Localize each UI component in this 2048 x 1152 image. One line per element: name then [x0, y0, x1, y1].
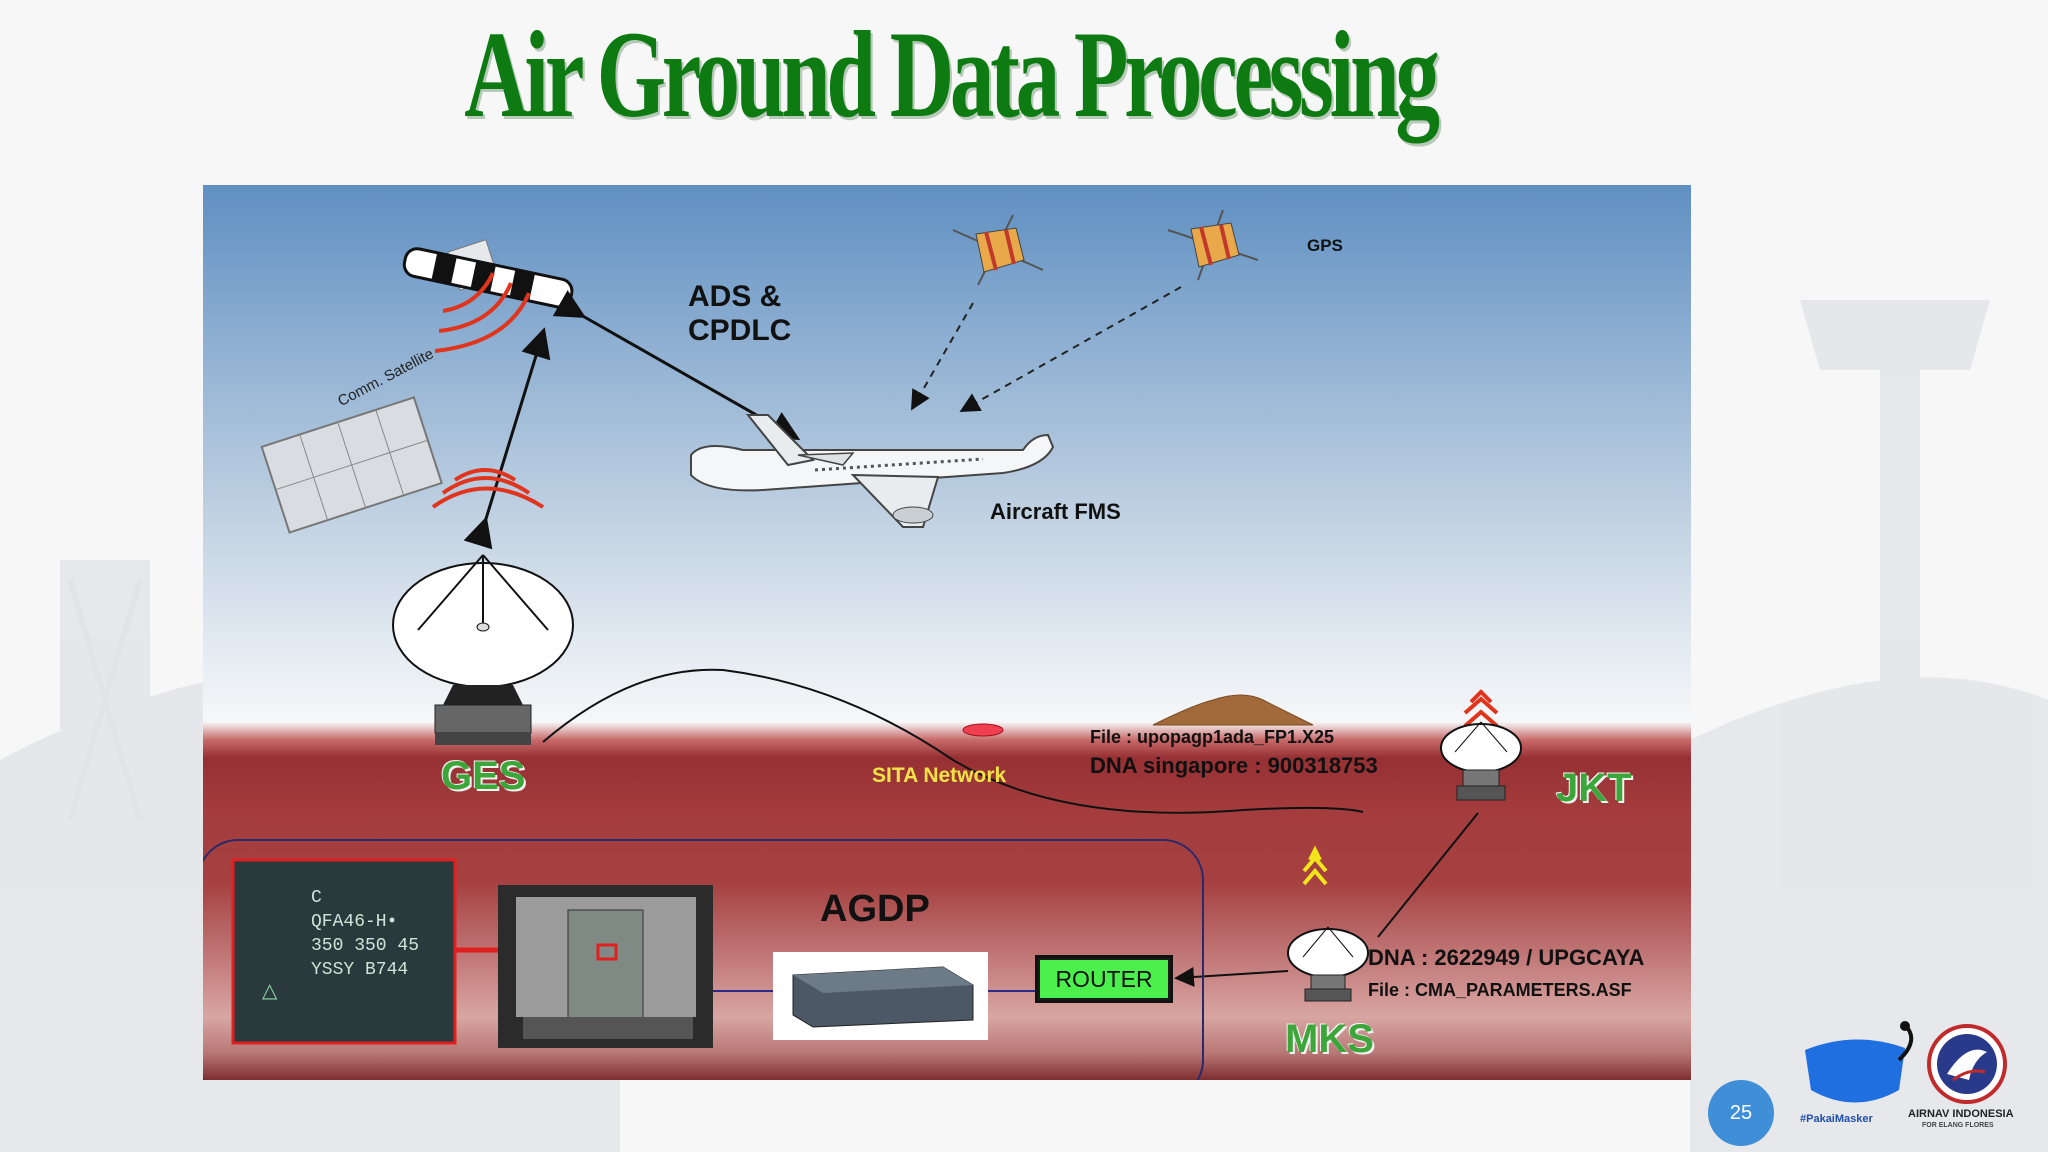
airnav-name: AIRNAV INDONESIA	[1908, 1108, 2014, 1120]
jkt-dish-icon	[1440, 689, 1522, 801]
mask-tag: #PakaiMasker	[1800, 1113, 1873, 1125]
radar-label-line2: QFA46-H•	[311, 912, 398, 932]
jkt-file-label: File : upopagp1ada_FP1.X25	[1090, 727, 1335, 747]
radar-label-line3: 350 350 45	[311, 936, 420, 956]
router-box: ROUTER	[1035, 955, 1173, 1003]
radar-display	[231, 858, 457, 1045]
gps-satellite-icon	[952, 214, 1044, 286]
mks-dna-label: DNA : 2622949 / UPGCAYA	[1368, 945, 1645, 970]
airnav-subtitle: FOR ELANG FLORES	[1922, 1122, 1994, 1129]
comm-satellite-icon	[260, 239, 574, 534]
radar-label-line4: YSSY B744	[311, 960, 409, 980]
mks-router-link	[1174, 967, 1289, 987]
sita-network-link	[542, 668, 1364, 814]
gps-satellite-icon	[1167, 209, 1259, 281]
agdp-label: AGDP	[820, 888, 930, 930]
jkt-mks-link	[1377, 812, 1479, 938]
gps-link	[959, 286, 1182, 412]
mountain-icon	[1152, 694, 1314, 726]
sita-node-icon	[962, 723, 1004, 737]
ads-cpdlc-label-line1: ADS &	[688, 280, 782, 313]
aircraft-label: Aircraft FMS	[990, 499, 1121, 524]
aircraft-icon	[690, 414, 1055, 528]
airnav-logo-icon	[1927, 1024, 2007, 1104]
ads-cpdlc-label-line2: CPDLC	[688, 314, 792, 347]
gps-label: GPS	[1307, 236, 1343, 255]
radar-label-line1: C	[311, 888, 322, 908]
agdp-system-box	[203, 839, 1204, 1080]
radar-target-icon: △	[262, 980, 278, 1002]
page-number: 25	[1708, 1080, 1774, 1146]
mks-label: MKS	[1285, 1017, 1374, 1061]
mask-logo-icon	[1805, 1021, 1914, 1103]
jkt-dna-label: DNA singapore : 900318753	[1090, 753, 1378, 778]
ges-dish-icon	[392, 468, 574, 745]
network-diagram	[203, 209, 1522, 1080]
mks-dish-icon	[1287, 845, 1369, 1002]
sita-network-label: SITA Network	[872, 764, 1007, 787]
mks-file-label: File : CMA_PARAMETERS.ASF	[1368, 980, 1632, 1000]
jkt-label: JKT	[1556, 766, 1632, 810]
gps-link	[911, 302, 974, 411]
server-icon	[773, 952, 988, 1040]
ges-label: GES	[441, 754, 526, 798]
slide-title: Air Ground Data Processing	[464, 6, 1440, 143]
workstation-photo	[498, 885, 713, 1048]
